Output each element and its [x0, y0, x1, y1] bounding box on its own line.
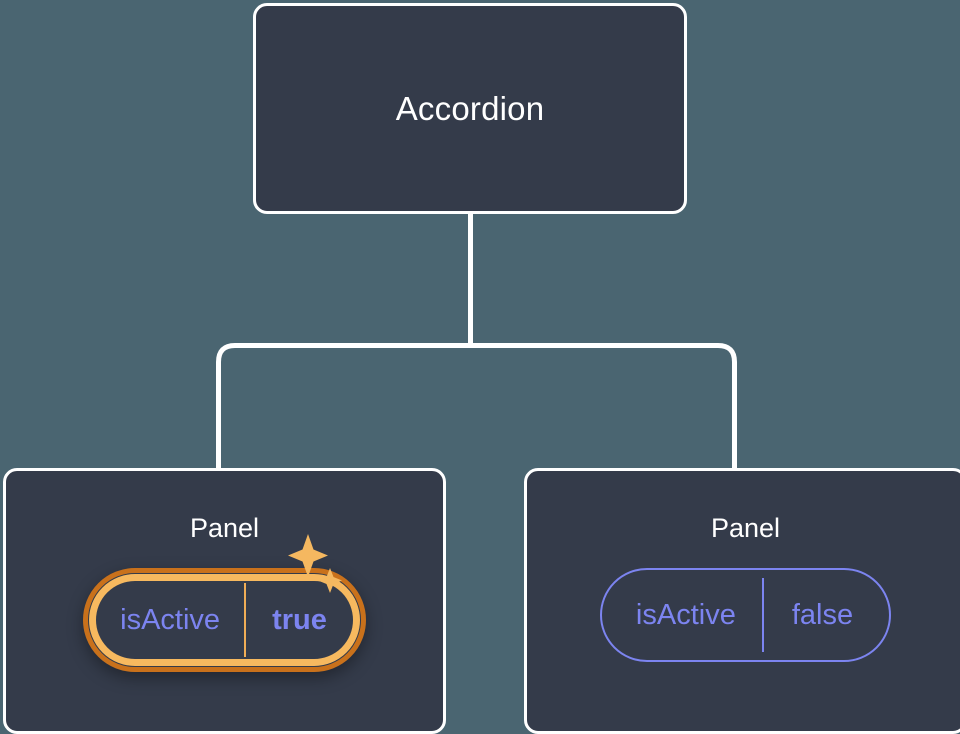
- prop-pill-isactive-false[interactable]: isActive false: [599, 568, 892, 662]
- prop-key-label: isActive: [635, 598, 736, 631]
- prop-divider: [761, 578, 764, 652]
- node-title-panel-inactive: Panel: [710, 513, 781, 543]
- node-title-panel-active: Panel: [189, 513, 260, 543]
- tree-node-panel-inactive[interactable]: Panel isActive false: [524, 468, 960, 734]
- prop-pill-isactive-true[interactable]: isActive true: [83, 568, 366, 672]
- tree-node-accordion[interactable]: Accordion: [253, 3, 687, 214]
- prop-value-label: false: [791, 598, 854, 631]
- prop-divider: [244, 583, 247, 657]
- prop-key-label: isActive: [120, 603, 221, 636]
- prop-value-label: true: [272, 603, 327, 636]
- prop-pill-wrapper-inactive: isActive false: [599, 568, 892, 662]
- tree-node-panel-active[interactable]: Panel isActive true: [3, 468, 446, 734]
- prop-pill-wrapper-active: isActive true: [83, 534, 366, 672]
- node-title-accordion: Accordion: [395, 90, 545, 127]
